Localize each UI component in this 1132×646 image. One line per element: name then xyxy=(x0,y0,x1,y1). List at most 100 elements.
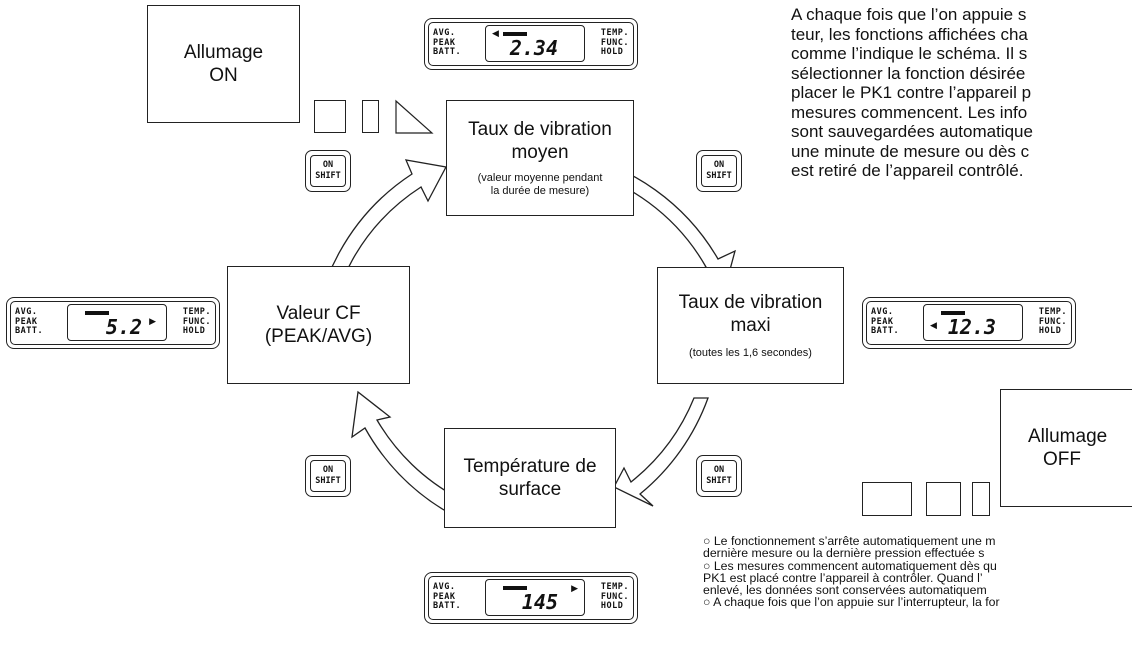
lcd-screen: ▶ 5.2 xyxy=(67,304,167,341)
paragraph-line: est retiré de l’appareil contrôlé. xyxy=(791,161,1024,180)
indicator-bar xyxy=(503,32,527,36)
power-off-label-1: Allumage xyxy=(1028,426,1108,447)
paragraph-line: A chaque fois que l’on appuie s xyxy=(791,5,1027,24)
power-on-label-1: Allumage xyxy=(183,42,264,63)
lcd-label-hold: HOLD xyxy=(600,601,624,611)
lcd-value: 145 xyxy=(521,590,558,614)
paragraph-line: teur, les fonctions affichées cha xyxy=(791,24,1028,44)
small-rectangle xyxy=(362,100,379,133)
button-on-label: ON xyxy=(713,160,725,170)
lcd-label-hold: HOLD xyxy=(182,326,206,336)
lcd-label-hold: HOLD xyxy=(600,47,624,57)
lcd-label-avg: AVG. xyxy=(433,582,456,592)
lcd-screen: ◀ 12.3 xyxy=(923,304,1023,341)
avg-note-2: la durée de mesure) xyxy=(490,185,590,197)
note-line: enlevé, les données sont conservées auto… xyxy=(703,583,987,598)
avg-title-2: moyen xyxy=(511,142,569,163)
button-shift-label: SHIFT xyxy=(706,171,732,181)
note-line: ○ A chaque fois que l’on appuie sur l’in… xyxy=(703,595,1000,610)
indicator-bar xyxy=(85,311,109,315)
lcd-value: 2.34 xyxy=(509,36,558,60)
cf-title-1: Valeur CF xyxy=(276,303,361,324)
lcd-label-avg: AVG. xyxy=(15,307,38,317)
indicator-right-icon: ▶ xyxy=(149,316,156,326)
lcd-label-peak: PEAK xyxy=(433,37,456,48)
small-rectangle-off-1 xyxy=(862,482,912,516)
paragraph-line: une minute de mesure ou dès c xyxy=(791,141,1030,161)
description-paragraph: A chaque fois que l’on appuie s teur, le… xyxy=(791,5,1132,181)
paragraph-line: sont sauvegardées automatique xyxy=(791,122,1033,141)
button-shift-label: SHIFT xyxy=(315,171,341,181)
lcd-label-func: FUNC. xyxy=(600,37,629,48)
lcd-label-batt: BATT. xyxy=(433,601,462,611)
lcd-label-temp: TEMP. xyxy=(182,307,211,317)
note-line: PK1 est placé contre l’appareil à contrô… xyxy=(703,570,983,585)
lcd-label-avg: AVG. xyxy=(433,28,456,38)
note-line: ○ Le fonctionnement s’arrête automatique… xyxy=(703,534,996,548)
small-rectangle-off-2 xyxy=(972,482,990,516)
small-triangle xyxy=(395,99,434,134)
lcd-label-peak: PEAK xyxy=(871,316,894,327)
lcd-label-peak: PEAK xyxy=(433,591,456,602)
peak-title-2: maxi xyxy=(730,315,771,336)
power-off-box: Allumage OFF xyxy=(1000,389,1132,507)
indicator-bar xyxy=(941,311,965,315)
bottom-notes: ○ Le fonctionnement s’arrête automatique… xyxy=(703,535,1000,609)
cf-title-2: (PEAK/AVG) xyxy=(264,326,373,347)
lcd-label-temp: TEMP. xyxy=(1038,307,1067,317)
lcd-label-temp: TEMP. xyxy=(600,28,629,38)
button-shift-label: SHIFT xyxy=(315,476,341,486)
lcd-label-peak: PEAK xyxy=(15,316,38,327)
note-line: ○ Les mesures commencent automatiquement… xyxy=(703,558,997,573)
paragraph-line: mesures commencent. Les info xyxy=(791,102,1028,122)
power-on-label-2: ON xyxy=(209,65,238,86)
temp-title-1: Température de xyxy=(463,456,597,477)
power-off-label-2: OFF xyxy=(1043,449,1081,470)
button-on-label: ON xyxy=(322,160,334,170)
mode-box-peak: Taux de vibration maxi (toutes les 1,6 s… xyxy=(657,267,844,384)
lcd-label-batt: BATT. xyxy=(871,326,900,336)
lcd-label-avg: AVG. xyxy=(871,307,894,317)
lcd-label-func: FUNC. xyxy=(182,316,211,327)
mode-box-temp: Température de surface xyxy=(444,428,616,528)
small-square xyxy=(314,100,346,133)
lcd-label-hold: HOLD xyxy=(1038,326,1062,336)
lcd-label-func: FUNC. xyxy=(600,591,629,602)
small-square-off xyxy=(926,482,961,516)
lcd-value: 5.2 xyxy=(105,315,142,339)
temp-title-2: surface xyxy=(498,479,562,500)
indicator-left-icon: ◀ xyxy=(492,28,499,38)
mode-box-avg: Taux de vibration moyen (valeur moyenne … xyxy=(446,100,634,216)
indicator-right-icon: ▶ xyxy=(571,583,578,593)
paragraph-line: placer le PK1 contre l’appareil p xyxy=(791,83,1032,102)
lcd-label-batt: BATT. xyxy=(433,47,462,57)
lcd-screen: ◀ 2.34 xyxy=(485,25,585,62)
paragraph-line: sélectionner la fonction désirée xyxy=(791,63,1026,83)
lcd-label-func: FUNC. xyxy=(1038,316,1067,327)
arrow-to-cf xyxy=(351,390,460,511)
power-on-box: Allumage ON xyxy=(147,5,300,123)
arrow-to-temp xyxy=(613,397,709,507)
lcd-screen: ▶ 145 xyxy=(485,579,585,616)
paragraph-line: comme l’indique le schéma. Il s xyxy=(791,44,1028,63)
lcd-label-temp: TEMP. xyxy=(600,582,629,592)
peak-title-1: Taux de vibration xyxy=(678,292,823,313)
lcd-label-batt: BATT. xyxy=(15,326,44,336)
button-shift-label: SHIFT xyxy=(706,476,732,486)
mode-box-cf: Valeur CF (PEAK/AVG) xyxy=(227,266,410,384)
indicator-bar xyxy=(503,586,527,590)
button-on-label: ON xyxy=(713,465,725,475)
avg-note-1: (valeur moyenne pendant xyxy=(477,172,603,184)
note-line: dernière mesure ou la dernière pression … xyxy=(703,546,985,561)
lcd-value: 12.3 xyxy=(947,315,996,339)
indicator-left-icon: ◀ xyxy=(930,320,937,330)
avg-title-1: Taux de vibration xyxy=(468,119,612,140)
